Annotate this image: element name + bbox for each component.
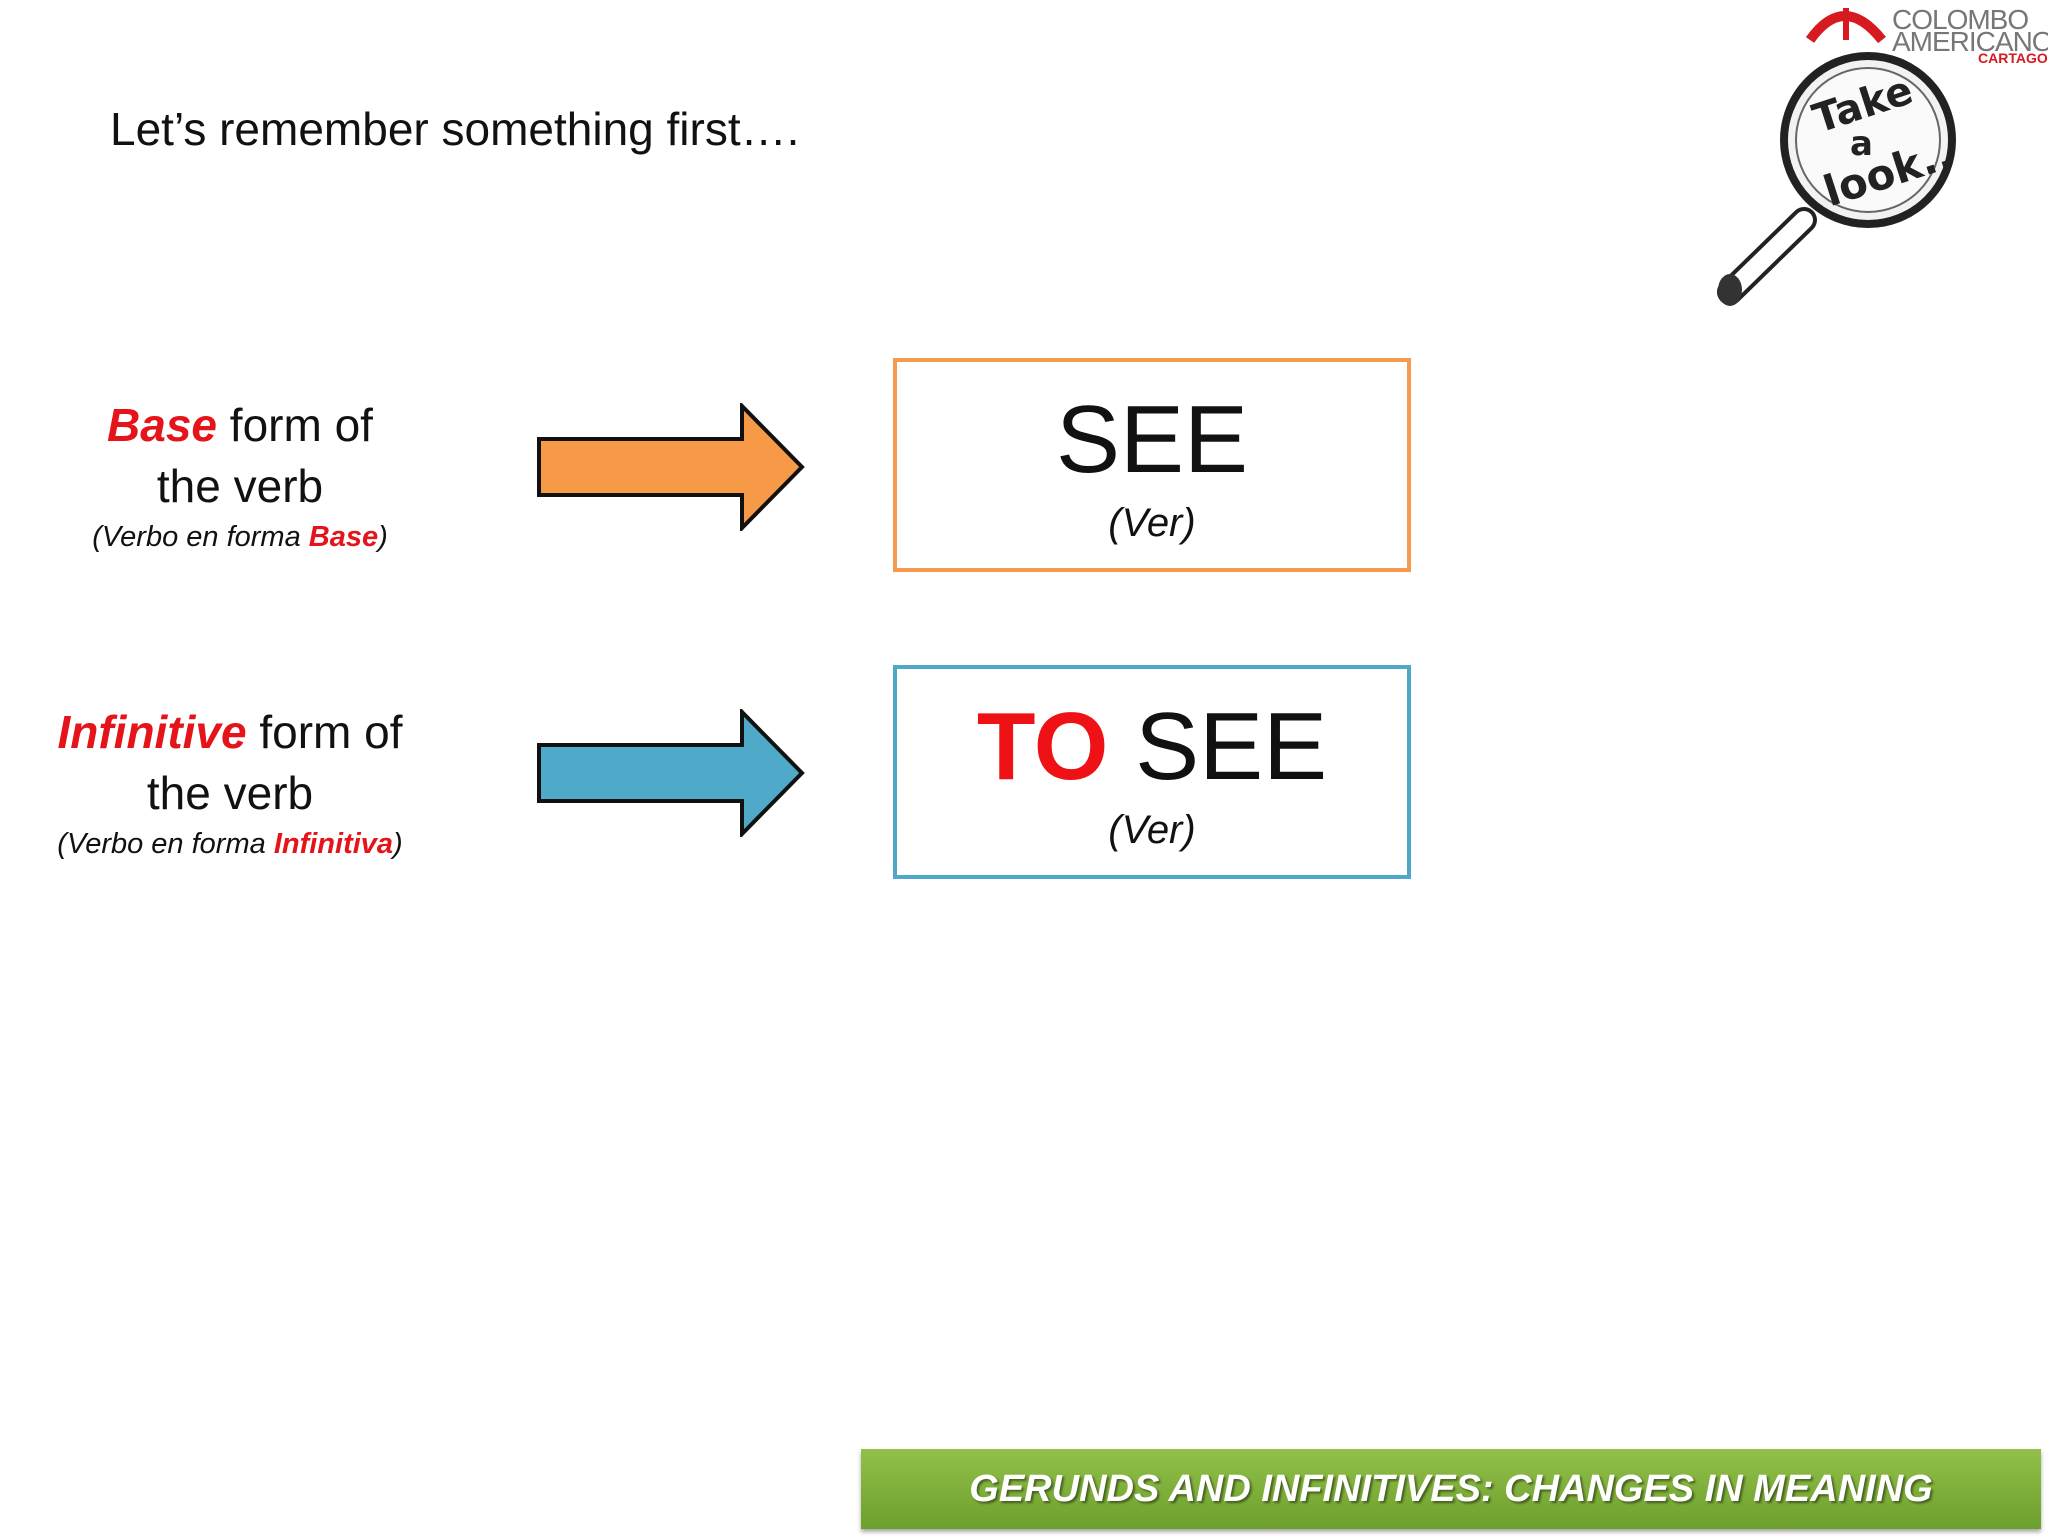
- intro-heading: Let’s remember something first….: [110, 103, 800, 155]
- to-particle: TO: [976, 693, 1109, 800]
- base-form-word: SEE: [1055, 386, 1249, 493]
- infinitive-form-box: TO SEE (Ver): [893, 665, 1411, 879]
- arrow-shape-1: [537, 403, 805, 531]
- infinitive-form-gloss: (Ver): [1108, 807, 1196, 852]
- footer-title: GERUNDS AND INFINITIVES: CHANGES IN MEAN…: [969, 1467, 1933, 1510]
- base-spanish-subtitle: (Verbo en forma Base): [92, 521, 388, 554]
- orange-right-arrow-icon: [537, 403, 805, 531]
- base-form-label: Base form of the verb (Verbo en forma Ba…: [40, 395, 440, 557]
- logo-line-3: CARTAGO: [1978, 50, 2048, 66]
- logo-line-1: COLOMBO: [1892, 4, 2029, 35]
- blue-right-arrow-icon: [537, 709, 805, 837]
- arch-logo-icon: [1805, 8, 1886, 44]
- infinitive-form-word: TO SEE: [976, 693, 1328, 800]
- logo-line-2: AMERICANO: [1892, 26, 2048, 57]
- colombo-americano-logo: COLOMBO AMERICANO CARTAGO: [1800, 0, 2048, 70]
- base-label-rest: form of: [217, 399, 373, 451]
- footer-title-bar: GERUNDS AND INFINITIVES: CHANGES IN MEAN…: [861, 1449, 2041, 1529]
- infinitive-spanish-subtitle: (Verbo en forma Infinitiva): [57, 828, 403, 861]
- magnifier-word-a: a: [1850, 124, 1873, 164]
- infinitive-label-rest: form of: [246, 706, 403, 758]
- magnifier-icon: [1717, 52, 1956, 306]
- infinitive-form-label: Infinitive form of the verb (Verbo en fo…: [20, 702, 440, 864]
- magnifying-glass-illustration: Take a look..: [1700, 52, 1980, 312]
- infinitive-label-line2: the verb: [146, 766, 314, 819]
- base-form-box: SEE (Ver): [893, 358, 1411, 572]
- arrow-shape-2: [537, 709, 805, 837]
- infinitive-emphasis: Infinitive: [57, 706, 247, 758]
- base-form-gloss: (Ver): [1108, 500, 1196, 545]
- base-emphasis: Base: [107, 399, 218, 451]
- base-label-line2: the verb: [156, 459, 324, 512]
